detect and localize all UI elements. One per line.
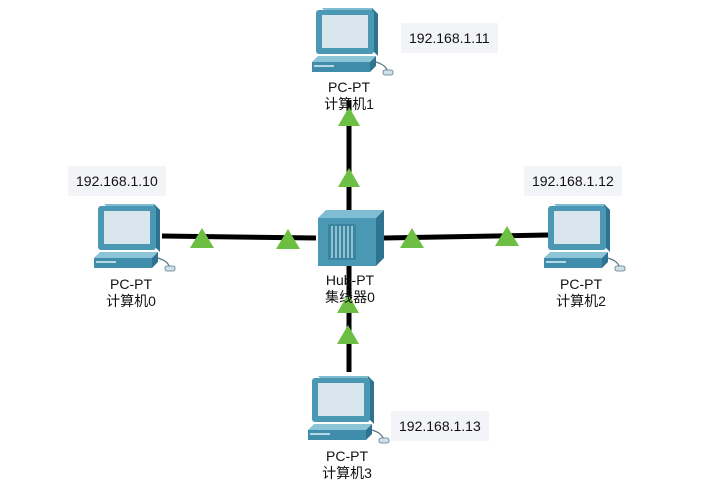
pc-name-label: 计算机2 xyxy=(556,293,606,309)
hub-name-label: 集线器0 xyxy=(325,289,375,305)
pc-model-label: PC-PT xyxy=(328,79,370,95)
pc-name-label: 计算机1 xyxy=(324,96,374,112)
ip-address-note[interactable]: 192.168.1.12 xyxy=(524,166,622,196)
hub-icon xyxy=(318,210,384,266)
pc-node-pc0[interactable] xyxy=(86,200,182,276)
link-status-up-icon xyxy=(337,325,359,344)
desktop-pc-icon xyxy=(94,204,176,272)
pc-node-pc3[interactable] xyxy=(300,372,396,448)
link-status-up-icon xyxy=(190,228,214,248)
link-status-up-icon xyxy=(276,229,300,249)
hub-node[interactable] xyxy=(314,208,386,268)
link-status-up-icon xyxy=(338,107,360,126)
pc-name-label: 计算机0 xyxy=(106,293,156,309)
desktop-pc-icon xyxy=(544,204,626,272)
desktop-pc-icon xyxy=(312,8,394,76)
link-status-up-icon xyxy=(338,168,360,187)
ip-address-note[interactable]: 192.168.1.13 xyxy=(391,411,489,441)
hub-model-label: Hub-PT xyxy=(325,272,375,288)
desktop-pc-icon xyxy=(308,376,390,444)
pc-model-label: PC-PT xyxy=(560,276,602,292)
ip-address-note[interactable]: 192.168.1.11 xyxy=(401,23,498,53)
ip-address-note[interactable]: 192.168.1.10 xyxy=(68,166,166,196)
pc-model-label: PC-PT xyxy=(110,276,152,292)
pc-model-label: PC-PT xyxy=(326,448,368,464)
link-status-up-icon xyxy=(495,226,519,246)
pc-node-pc1[interactable] xyxy=(304,4,400,80)
pc-node-pc2[interactable] xyxy=(536,200,632,276)
pc-name-label: 计算机3 xyxy=(322,465,372,481)
link-status-up-icon xyxy=(400,228,424,248)
link-status-up-icon xyxy=(337,294,359,313)
